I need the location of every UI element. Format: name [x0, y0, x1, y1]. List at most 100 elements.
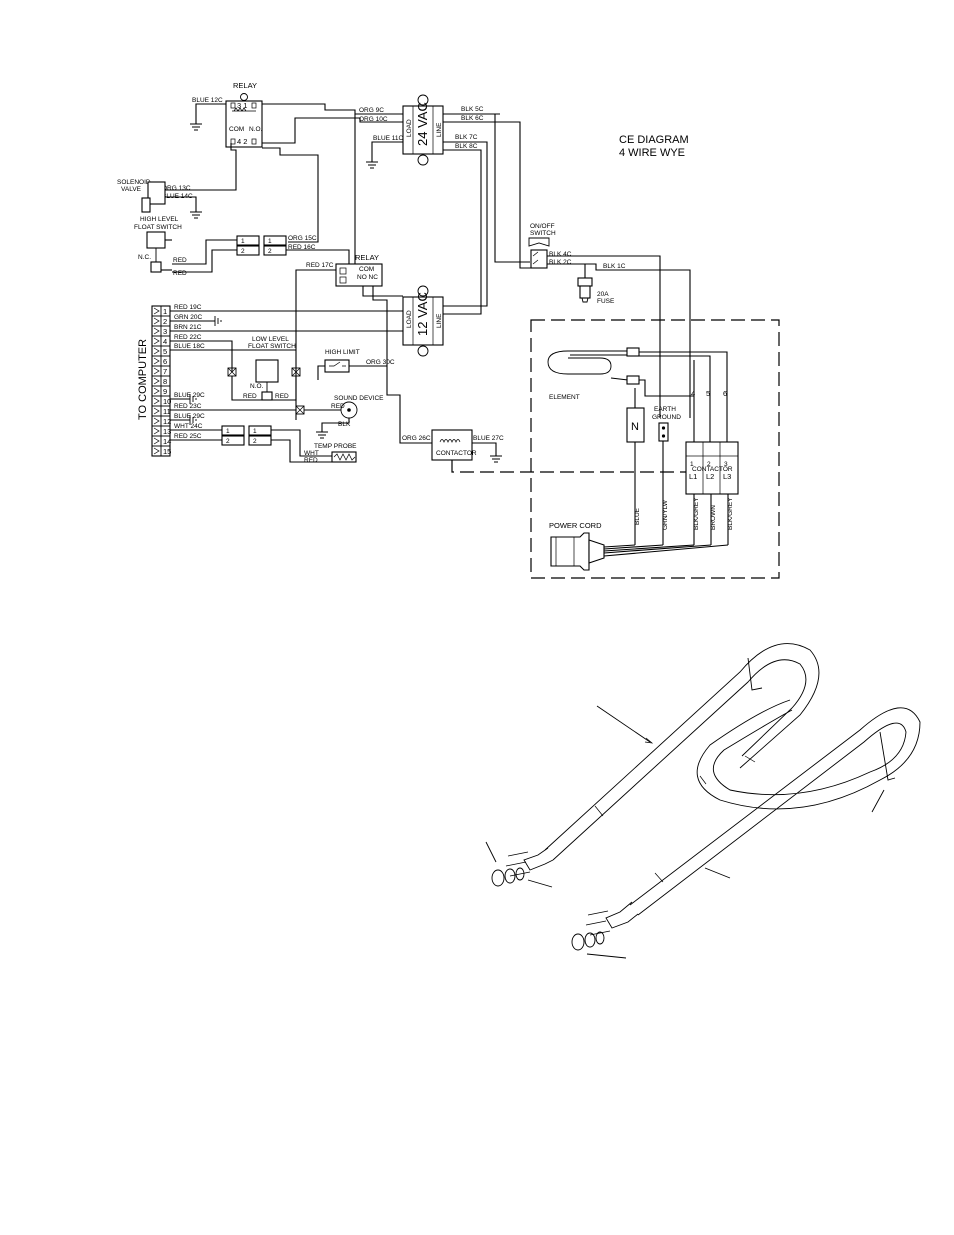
low-level-float-switch: LOW LEVEL FLOAT SWITCH N.O. RED RED	[227, 336, 301, 401]
svg-text:TEMP PROBE: TEMP PROBE	[314, 443, 357, 450]
svg-text:4: 4	[691, 389, 695, 398]
svg-text:LINE: LINE	[436, 313, 443, 328]
svg-text:FLOAT SWITCH: FLOAT SWITCH	[248, 343, 296, 350]
svg-text:N.C.: N.C.	[138, 254, 151, 261]
svg-text:ON/OFF: ON/OFF	[530, 223, 555, 230]
svg-text:HIGH LIMIT: HIGH LIMIT	[325, 349, 360, 356]
terminal-row: 15	[151, 445, 171, 457]
svg-text:BLUE: BLUE	[634, 507, 641, 525]
terminal-number: 9	[163, 387, 167, 396]
svg-text:BLUE 14C: BLUE 14C	[162, 193, 193, 200]
svg-text:4 WIRE WYE: 4 WIRE WYE	[619, 147, 685, 159]
svg-text:LOAD: LOAD	[406, 119, 413, 137]
svg-text:12 VAC: 12 VAC	[415, 292, 430, 336]
terminal-number: 14	[163, 437, 171, 446]
svg-text:BLUE 29C: BLUE 29C	[174, 413, 205, 420]
svg-text:1: 1	[268, 238, 272, 245]
svg-text:TO COMPUTER: TO COMPUTER	[137, 339, 149, 420]
svg-text:24 VAC: 24 VAC	[415, 102, 430, 146]
svg-text:ORG 13C: ORG 13C	[162, 185, 191, 192]
svg-text:ORG 26C: ORG 26C	[402, 435, 431, 442]
svg-text:BLK: BLK	[338, 421, 351, 428]
svg-text:COM: COM	[229, 126, 244, 133]
element-terminal-labels: 4 5 6	[691, 389, 727, 398]
plug-connector-probe: 1 2 1 2 WHT RED	[221, 425, 332, 464]
svg-text:NO NC: NO NC	[357, 274, 378, 281]
svg-text:GRN/YLW: GRN/YLW	[662, 499, 669, 530]
contactor-small: CONTACTOR ORG 26C BLUE 27C	[402, 429, 686, 473]
svg-text:WHT 24C: WHT 24C	[174, 423, 203, 430]
vertical-wire-labels: BLUE GRN/YLW BLK/GREY BROWN BLK/GREY	[634, 497, 734, 530]
wires-relay-to-solenoid: ORG 13C BLUE 14C	[162, 143, 319, 243]
svg-text:SOLENOID: SOLENOID	[117, 179, 151, 186]
svg-text:N.O.: N.O.	[249, 126, 263, 133]
wire-blue-12c: BLUE 12C	[190, 97, 226, 131]
svg-text:LOAD: LOAD	[406, 310, 413, 328]
svg-text:5: 5	[706, 389, 710, 398]
wires-24vac-line: BLK 5C BLK 6C BLK 7C BLK 8C	[443, 106, 530, 315]
svg-text:3 1: 3 1	[237, 101, 247, 110]
svg-text:RED 16C: RED 16C	[288, 244, 316, 251]
svg-text:BLK 1C: BLK 1C	[603, 263, 626, 270]
wires-relay-to-24vac: ORG 9C ORG 10C BLUE 11C	[262, 103, 404, 169]
svg-text:RED: RED	[173, 257, 187, 264]
svg-text:N: N	[631, 421, 639, 433]
terminal-number: 10	[163, 397, 171, 406]
relay-middle: RELAY COM NO NC RED 17C	[295, 114, 403, 420]
terminal-number: 3	[163, 327, 167, 336]
svg-text:RED: RED	[331, 403, 345, 410]
svg-text:RED 19C: RED 19C	[174, 304, 202, 311]
svg-text:ORG 9C: ORG 9C	[359, 107, 384, 114]
svg-text:FLOAT SWITCH: FLOAT SWITCH	[134, 224, 182, 231]
svg-text:RED: RED	[275, 393, 289, 400]
power-enclosure	[530, 319, 780, 579]
svg-text:L3: L3	[723, 472, 731, 481]
svg-text:HIGH LEVEL: HIGH LEVEL	[140, 216, 179, 223]
svg-text:RED 25C: RED 25C	[174, 433, 202, 440]
terminal-number: 13	[163, 427, 171, 436]
svg-text:BLK 5C: BLK 5C	[461, 106, 484, 113]
svg-text:BLUE 27C: BLUE 27C	[473, 435, 504, 442]
terminal-number: 11	[163, 407, 171, 416]
svg-text:L2: L2	[706, 472, 714, 481]
terminal-number: 4	[163, 337, 167, 346]
svg-text:VALVE: VALVE	[121, 186, 142, 193]
svg-text:WHT: WHT	[304, 450, 319, 457]
svg-text:RED: RED	[173, 270, 187, 277]
svg-text:BLK/GREY: BLK/GREY	[693, 497, 700, 530]
terminal-number: 15	[163, 447, 171, 456]
svg-text:BLK 6C: BLK 6C	[461, 115, 484, 122]
svg-text:BLUE 11C: BLUE 11C	[373, 135, 404, 142]
high-level-float-switch: HIGH LEVEL FLOAT SWITCH N.C. RED RED	[134, 216, 237, 277]
svg-text:BLK/GREY: BLK/GREY	[727, 497, 734, 530]
svg-text:BLUE 18C: BLUE 18C	[174, 343, 205, 350]
power-cord: POWER CORD	[549, 521, 729, 571]
svg-text:RELAY: RELAY	[355, 253, 379, 262]
fuse: 20A FUSE	[577, 277, 615, 305]
terminal-number: 1	[163, 307, 167, 316]
svg-text:COM: COM	[359, 266, 374, 273]
diagram-title: CE DIAGRAM 4 WIRE WYE	[619, 134, 689, 159]
svg-text:BRN 21C: BRN 21C	[174, 324, 202, 331]
svg-text:SWITCH: SWITCH	[530, 230, 556, 237]
svg-text:2: 2	[241, 248, 245, 255]
svg-text:4 2: 4 2	[237, 137, 247, 146]
svg-text:CE DIAGRAM: CE DIAGRAM	[619, 134, 689, 146]
transformer-24vac: 24 VAC LOAD LINE	[402, 94, 444, 166]
svg-text:FUSE: FUSE	[597, 298, 615, 305]
svg-text:2: 2	[707, 461, 711, 468]
svg-text:2: 2	[268, 248, 272, 255]
svg-text:2: 2	[226, 438, 230, 445]
svg-text:BLUE 29C: BLUE 29C	[174, 392, 205, 399]
transformer-12vac: 12 VAC LOAD LINE	[402, 285, 444, 357]
svg-text:2: 2	[253, 438, 257, 445]
svg-text:1: 1	[253, 428, 257, 435]
terminal-row: 6	[151, 355, 171, 367]
svg-text:L1: L1	[689, 472, 697, 481]
svg-text:20A: 20A	[597, 291, 609, 298]
svg-text:EARTH: EARTH	[654, 406, 676, 413]
element-illustration	[485, 643, 921, 959]
svg-text:RED 17C: RED 17C	[306, 262, 334, 269]
svg-text:BLK 8C: BLK 8C	[455, 143, 478, 150]
